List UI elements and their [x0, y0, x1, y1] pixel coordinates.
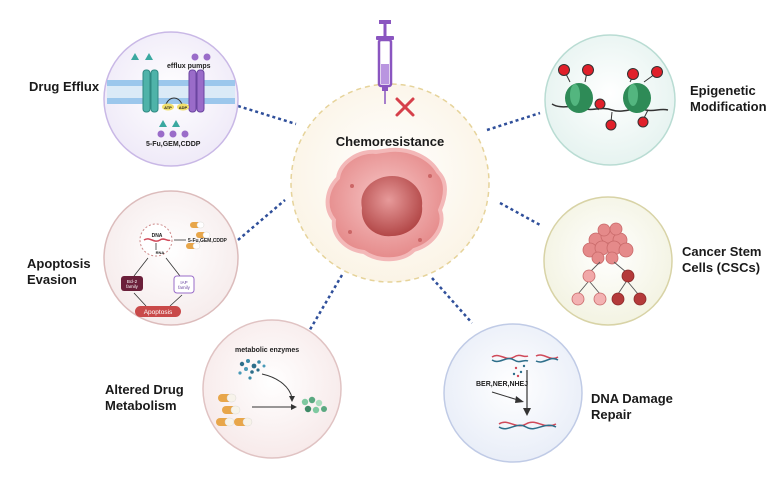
pill-capsules-icon [186, 221, 211, 250]
link-dna-repair [431, 277, 473, 324]
center-label: Chemoresistance [336, 134, 444, 149]
iap-box [173, 275, 195, 294]
metabolism-panel: metabolic enzymes [202, 319, 342, 459]
nucleus-icon [139, 223, 173, 257]
metabolite-dots-icon [301, 396, 327, 414]
catalysis-arrow [261, 373, 293, 399]
apoptosis-drugs-text: 5-Fu,GEM,CDDP [188, 238, 228, 244]
cancer-cell-icon [325, 147, 447, 262]
drug-capsules-icon [216, 393, 253, 427]
enzyme-particles-icon [238, 359, 266, 380]
rna-text: RNA [156, 250, 165, 255]
link-drug-efflux [237, 104, 297, 126]
cscs-panel [543, 196, 673, 326]
atp-icon [162, 103, 174, 111]
link-apoptosis [237, 199, 286, 241]
svg-text:family: family [126, 284, 139, 289]
link-metabolism [306, 274, 344, 334]
apoptosis-circle [103, 190, 239, 326]
atp-arrow [165, 97, 183, 105]
label-dna-repair: DNA Damage Repair [591, 391, 673, 422]
connector-lines [237, 104, 543, 334]
repaired-dna-icon [498, 421, 557, 430]
epigenetic-circle [544, 34, 676, 166]
label-drug-efflux: Drug Efflux [29, 79, 100, 94]
stem-cell-cluster-icon [582, 222, 634, 265]
label-metabolism: Altered Drug Metabolism [105, 382, 184, 413]
link-epigenetic [486, 111, 541, 132]
nucleosome-icon-1 [565, 83, 593, 113]
bcl2-text: Bcl-2 [127, 279, 138, 284]
metabolic-enzymes-text: metabolic enzymes [235, 347, 299, 354]
drug-efflux-panel: ATP ADP efflux pumps 5-Fu,GEM,CDDP [103, 31, 239, 167]
link-cscs [499, 201, 543, 228]
methyl-marks-icon [558, 64, 663, 131]
epigenetic-panel [544, 34, 676, 166]
apoptosis-panel: DNA RNA 5-Fu,GEM,CDDP Bcl-2 family IAP f… [103, 190, 239, 326]
metabolism-circle [202, 319, 342, 459]
adp-icon [177, 103, 189, 111]
atp-text: ATP [164, 105, 172, 110]
dna-repair-circle [443, 323, 583, 463]
drug-triangles-icon [131, 53, 180, 127]
nucleosome-icon-2 [623, 83, 651, 113]
svg-text:family: family [178, 285, 191, 290]
cross-icon [395, 97, 415, 117]
center-chemoresistance [290, 20, 490, 283]
drug-dots-icon [157, 53, 211, 138]
efflux-pumps-text: efflux pumps [167, 63, 211, 70]
membrane-bottom [107, 98, 235, 104]
repair-pathways-text: BER,NER,NHEJ [476, 381, 528, 388]
membrane-top [107, 80, 235, 86]
adp-text: ADP [179, 105, 188, 110]
pathway-arrow [491, 391, 519, 401]
dna-repair-panel: BER,NER,NHEJ [443, 323, 583, 463]
label-cscs: Cancer Stem Cells (CSCs) [682, 244, 762, 275]
efflux-drugs-text: 5-Fu,GEM,CDDP [146, 141, 201, 148]
efflux-pump-purple-icon [188, 69, 205, 113]
syringe-icon [376, 20, 394, 104]
label-epigenetic: Epigenetic Modification [690, 83, 767, 114]
efflux-pump-teal-icon [142, 69, 159, 113]
apoptosis-tag [135, 306, 181, 317]
progenitor-cell-icon [582, 269, 596, 283]
apoptosis-tag-text: Apoptosis [144, 309, 173, 316]
dna-text: DNA [152, 233, 163, 239]
damaged-dna-icon [491, 354, 559, 378]
iap-text: IAP [180, 280, 187, 285]
label-apoptosis: Apoptosis Evasion [27, 256, 91, 287]
bcl2-box [121, 276, 143, 291]
tumor-cell-icon [621, 269, 635, 283]
